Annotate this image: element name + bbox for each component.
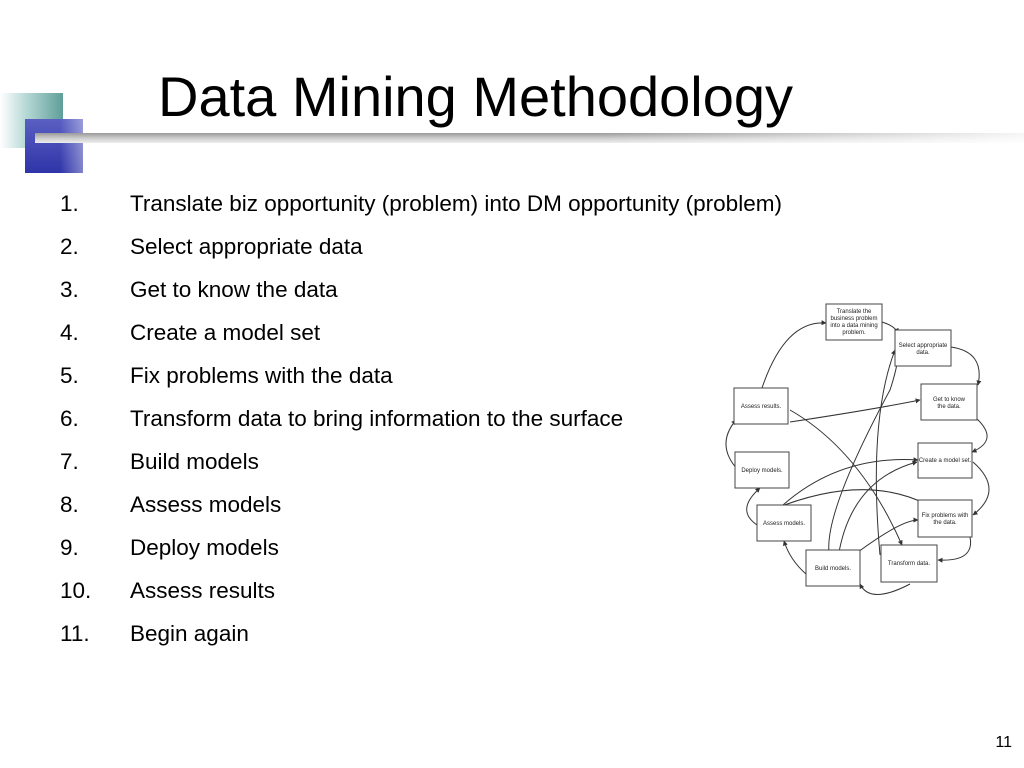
step-item: 4. Create a model set [60, 317, 782, 360]
box-translate-line: Translate the [837, 309, 872, 315]
box-assess-models-rect [756, 504, 812, 542]
step-item: 9. Deploy models [60, 532, 782, 575]
box-translate-rect [825, 303, 883, 341]
step-item: 11. Begin again [60, 618, 782, 661]
step-text: Translate biz opportunity (problem) into… [130, 191, 782, 216]
box-select-line: Select appropriate [899, 343, 948, 349]
box-build-rect [805, 549, 861, 587]
box-translate-line: into a data mining [830, 323, 877, 329]
box-select: Select appropriate data. [894, 329, 952, 367]
arrow-modelset-to-fix [972, 461, 990, 516]
box-deploy-label: Deploy models. [741, 468, 783, 474]
arrow-select-to-know [950, 346, 982, 386]
arrow-assessmodels-to-modelset [782, 457, 919, 506]
step-text: Begin again [130, 621, 249, 646]
slide-title: Data Mining Methodology [158, 65, 794, 128]
box-assess-results-rect [733, 387, 789, 425]
box-translate-line: business problem [830, 316, 877, 322]
box-transform-rect [880, 544, 938, 583]
box-fix-rect [917, 499, 973, 538]
box-build: Build models. [805, 549, 861, 587]
step-item: 7. Build models [60, 446, 782, 489]
box-assess-results-label: Assess results. [741, 404, 782, 410]
step-item: 8. Assess models [60, 489, 782, 532]
box-assess-results: Assess results. [733, 387, 789, 425]
box-know-line: the data. [937, 404, 961, 410]
arrow-build-to-modelset [837, 460, 918, 559]
arrow-transform-to-build [859, 583, 911, 595]
step-number: 1. [60, 191, 79, 216]
arrow-build-to-select [828, 357, 900, 559]
arrow-transform-to-select [875, 349, 896, 556]
box-build-label: Build models. [815, 566, 851, 572]
box-assess-models-label: Assess models. [763, 521, 805, 527]
step-number: 2. [60, 234, 79, 259]
step-item: 6. Transform data to bring information to… [60, 403, 782, 446]
box-deploy: Deploy models. [734, 451, 790, 489]
box-model-set-rect [917, 442, 973, 479]
step-number: 3. [60, 277, 79, 302]
step-text: Assess models [130, 492, 282, 517]
step-item: 1. Translate biz opportunity (problem) in… [60, 188, 782, 231]
arrow-assessresults-to-translate [761, 320, 827, 389]
box-know-line: Get to know [933, 397, 966, 403]
step-text: Select appropriate data [130, 234, 363, 259]
step-number: 7. [60, 449, 79, 474]
box-assess-models: Assess models. [756, 504, 812, 542]
box-fix: Fix problems with the data. [917, 499, 973, 538]
box-deploy-rect [734, 451, 790, 489]
arrow-fix-to-transform [937, 536, 972, 563]
box-transform-label: Transform data. [888, 561, 930, 567]
step-number: 10. [60, 578, 92, 603]
title-rule-fade [600, 133, 1024, 143]
step-text: Create a model set [130, 320, 321, 345]
box-select-line: data. [916, 350, 930, 356]
box-transform: Transform data. [880, 544, 938, 583]
box-know-rect [920, 383, 978, 421]
step-item: 2. Select appropriate data [60, 231, 782, 274]
step-item: 10. Assess results [60, 575, 782, 618]
decor-navy-fade [60, 119, 110, 173]
step-text: Deploy models [130, 535, 279, 560]
step-number: 6. [60, 406, 79, 431]
box-translate: Translate the business problem into a da… [825, 303, 883, 341]
methodology-steps: 1. Translate biz opportunity (problem) in… [60, 188, 782, 661]
arrow-assessresults-to-transform [789, 409, 903, 546]
arrow-assessresults-to-know [789, 398, 921, 423]
box-fix-line: Fix problems with [922, 513, 969, 519]
box-model-set: Create a model set. [917, 442, 973, 479]
arrow-know-to-modelset [971, 417, 988, 453]
step-text: Assess results [130, 578, 276, 603]
step-number: 8. [60, 492, 79, 517]
step-item: 5. Fix problems with the data [60, 360, 782, 403]
title-rule [35, 133, 1024, 143]
step-text: Fix problems with the data [130, 363, 393, 388]
methodology-cycle-diagram: Translate the business problem into a da… [725, 303, 990, 595]
box-translate-line: problem. [842, 330, 866, 336]
arrow-build-to-assessmodels [782, 540, 807, 575]
arrow-assessmodels-to-deploy [746, 487, 761, 526]
box-fix-line: the data. [933, 520, 957, 526]
step-number: 9. [60, 535, 79, 560]
box-select-rect [894, 329, 952, 367]
step-text: Transform data to bring information to t… [130, 406, 624, 431]
step-item: 3. Get to know the data [60, 274, 782, 317]
step-text: Build models [130, 449, 259, 474]
page-number: 11 [995, 734, 1012, 751]
step-text: Get to know the data [130, 277, 338, 302]
box-know: Get to know the data. [920, 383, 978, 421]
step-number: 5. [60, 363, 79, 388]
box-model-set-label: Create a model set. [919, 458, 972, 464]
step-number: 4. [60, 320, 79, 345]
step-number: 11. [60, 621, 90, 646]
